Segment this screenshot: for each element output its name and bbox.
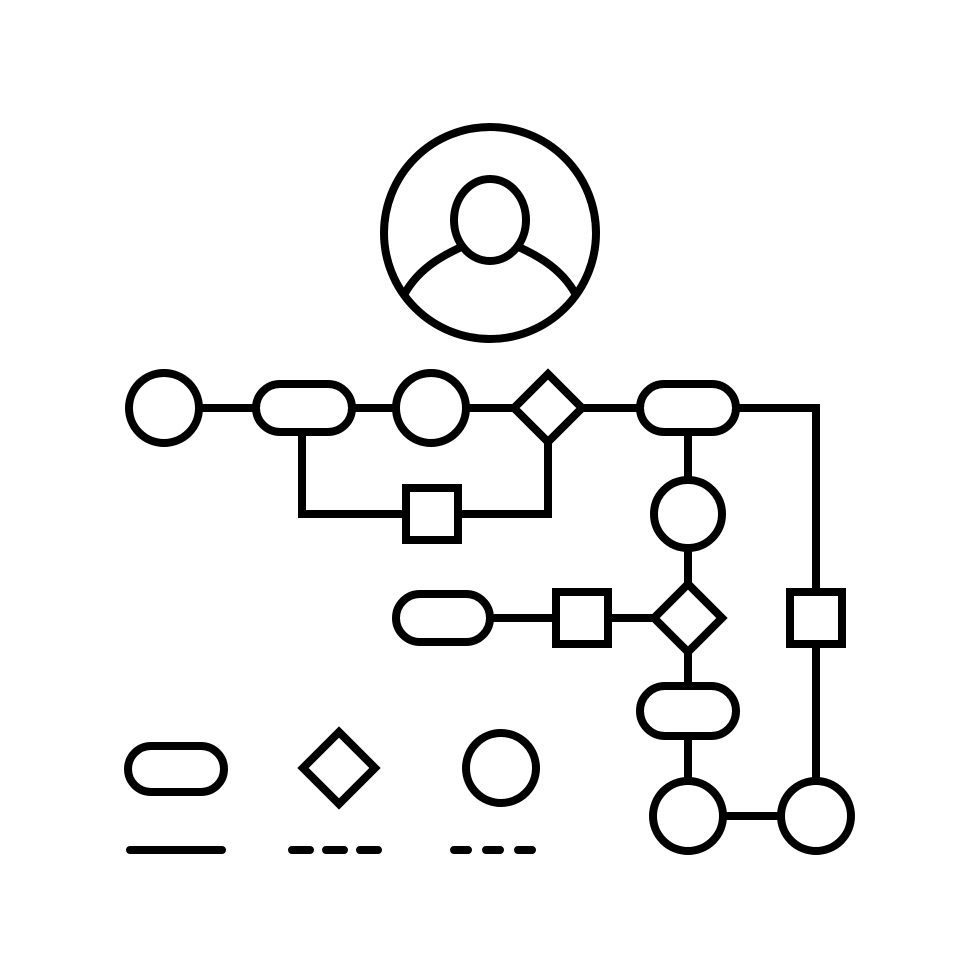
legend-terminator-icon [124,742,228,796]
connector-n5-n12-loop [736,404,820,594]
node-circle-3 [650,476,726,552]
avatar-head [450,175,530,265]
user-avatar-icon [380,123,600,343]
node-circle-5 [777,777,855,855]
node-terminator-1 [252,380,356,436]
node-circle-4 [649,777,727,855]
node-terminator-2 [636,380,740,436]
node-decision-2 [648,578,728,658]
connectors [198,404,820,820]
node-process-3 [786,588,846,648]
node-process-2 [552,588,612,648]
legend [124,726,540,854]
node-circle-2 [392,369,470,447]
node-process-1 [402,484,462,544]
connector-n2-n6 [298,434,406,518]
node-decision-1 [508,368,588,448]
connector-n6-n4 [458,442,552,518]
legend-circle-icon [462,729,540,807]
node-terminator-3 [392,590,494,646]
node-start-circle [125,369,203,447]
legend-decision-icon [297,726,381,810]
flowchart-nodes [125,368,855,855]
node-terminator-4 [636,682,740,740]
